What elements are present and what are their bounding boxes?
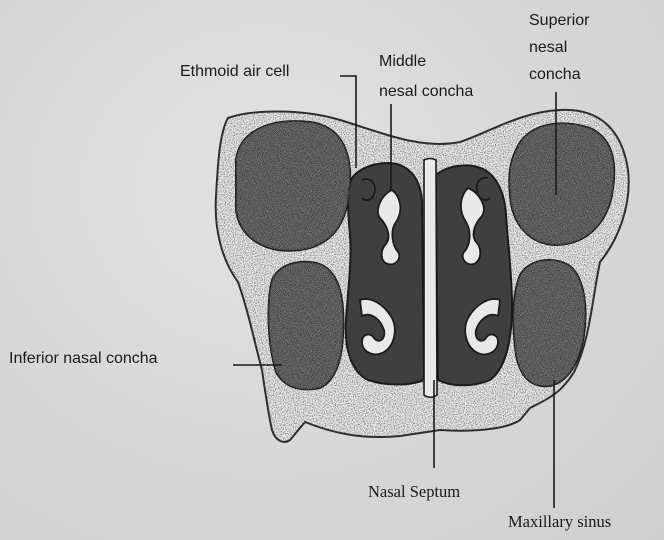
label-ethmoid-air-cell: Ethmoid air cell <box>180 62 289 81</box>
label-inferior-nasal-concha: Inferior nasal concha <box>9 349 158 368</box>
label-superior-line1: Superior <box>529 11 589 30</box>
label-superior-line2: nesal <box>529 38 567 57</box>
label-superior-line3: concha <box>529 65 581 84</box>
label-nasal-septum: Nasal Septum <box>368 482 460 501</box>
label-maxillary-sinus: Maxillary sinus <box>508 512 611 531</box>
label-middle-line1: Middle <box>379 52 426 71</box>
nasal-septum <box>424 159 437 398</box>
label-middle-line2: nesal concha <box>379 82 473 101</box>
